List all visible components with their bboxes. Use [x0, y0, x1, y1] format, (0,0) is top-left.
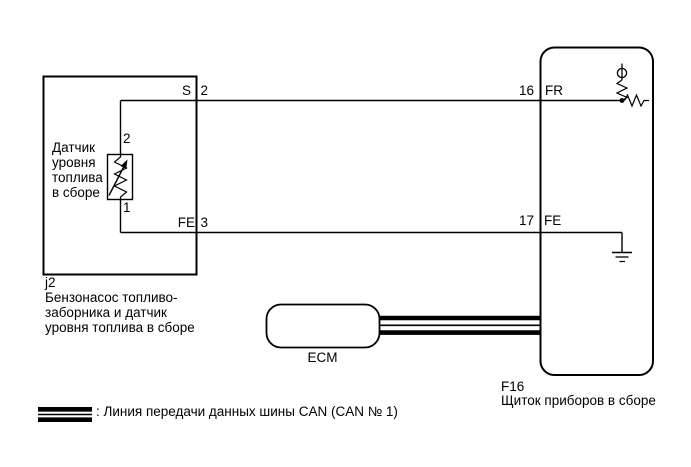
ecm-label: ECM — [307, 349, 338, 365]
pin-s-number: 2 — [200, 82, 209, 98]
pin-16-number: 16 — [518, 82, 534, 98]
pin-s-name: S — [181, 82, 191, 98]
variable-resistor-icon — [106, 153, 134, 201]
fuel-sender-box — [42, 75, 198, 276]
resistor-pin-1-label: 1 — [123, 200, 131, 215]
terminal-circle-icon — [616, 67, 628, 79]
fuel-sender-caption: Бензонасос топливо- заборника и датчик у… — [45, 289, 195, 335]
pin-16-name: FR — [545, 82, 563, 98]
junction-dot — [619, 98, 625, 103]
horizontal-resistor-icon — [623, 93, 649, 108]
instrument-panel-caption: Щиток приборов в сборе — [501, 392, 656, 408]
resistor-pin-2-label: 2 — [123, 131, 131, 146]
pin-fe-left-name: FE — [177, 214, 195, 230]
fuel-sender-code: j2 — [45, 274, 56, 290]
pin-17-number: 17 — [518, 212, 534, 228]
pin-fe-left-number: 3 — [200, 214, 209, 230]
wire-fe — [120, 231, 623, 252]
gauge-circuit — [615, 63, 649, 108]
ground-icon — [612, 251, 632, 263]
can-bus-line — [379, 315, 541, 335]
legend-text: : Линия передачи данных шины CAN (CAN № … — [96, 403, 398, 419]
ecm-box — [265, 303, 381, 349]
instrument-panel-box — [539, 46, 654, 376]
instrument-panel-code: F16 — [501, 378, 525, 394]
pin-17-name: FE — [544, 212, 562, 228]
can-bus-legend-icon — [38, 407, 92, 422]
fuel-sender-component-label: Датчик уровня топлива в сборе — [52, 140, 103, 200]
